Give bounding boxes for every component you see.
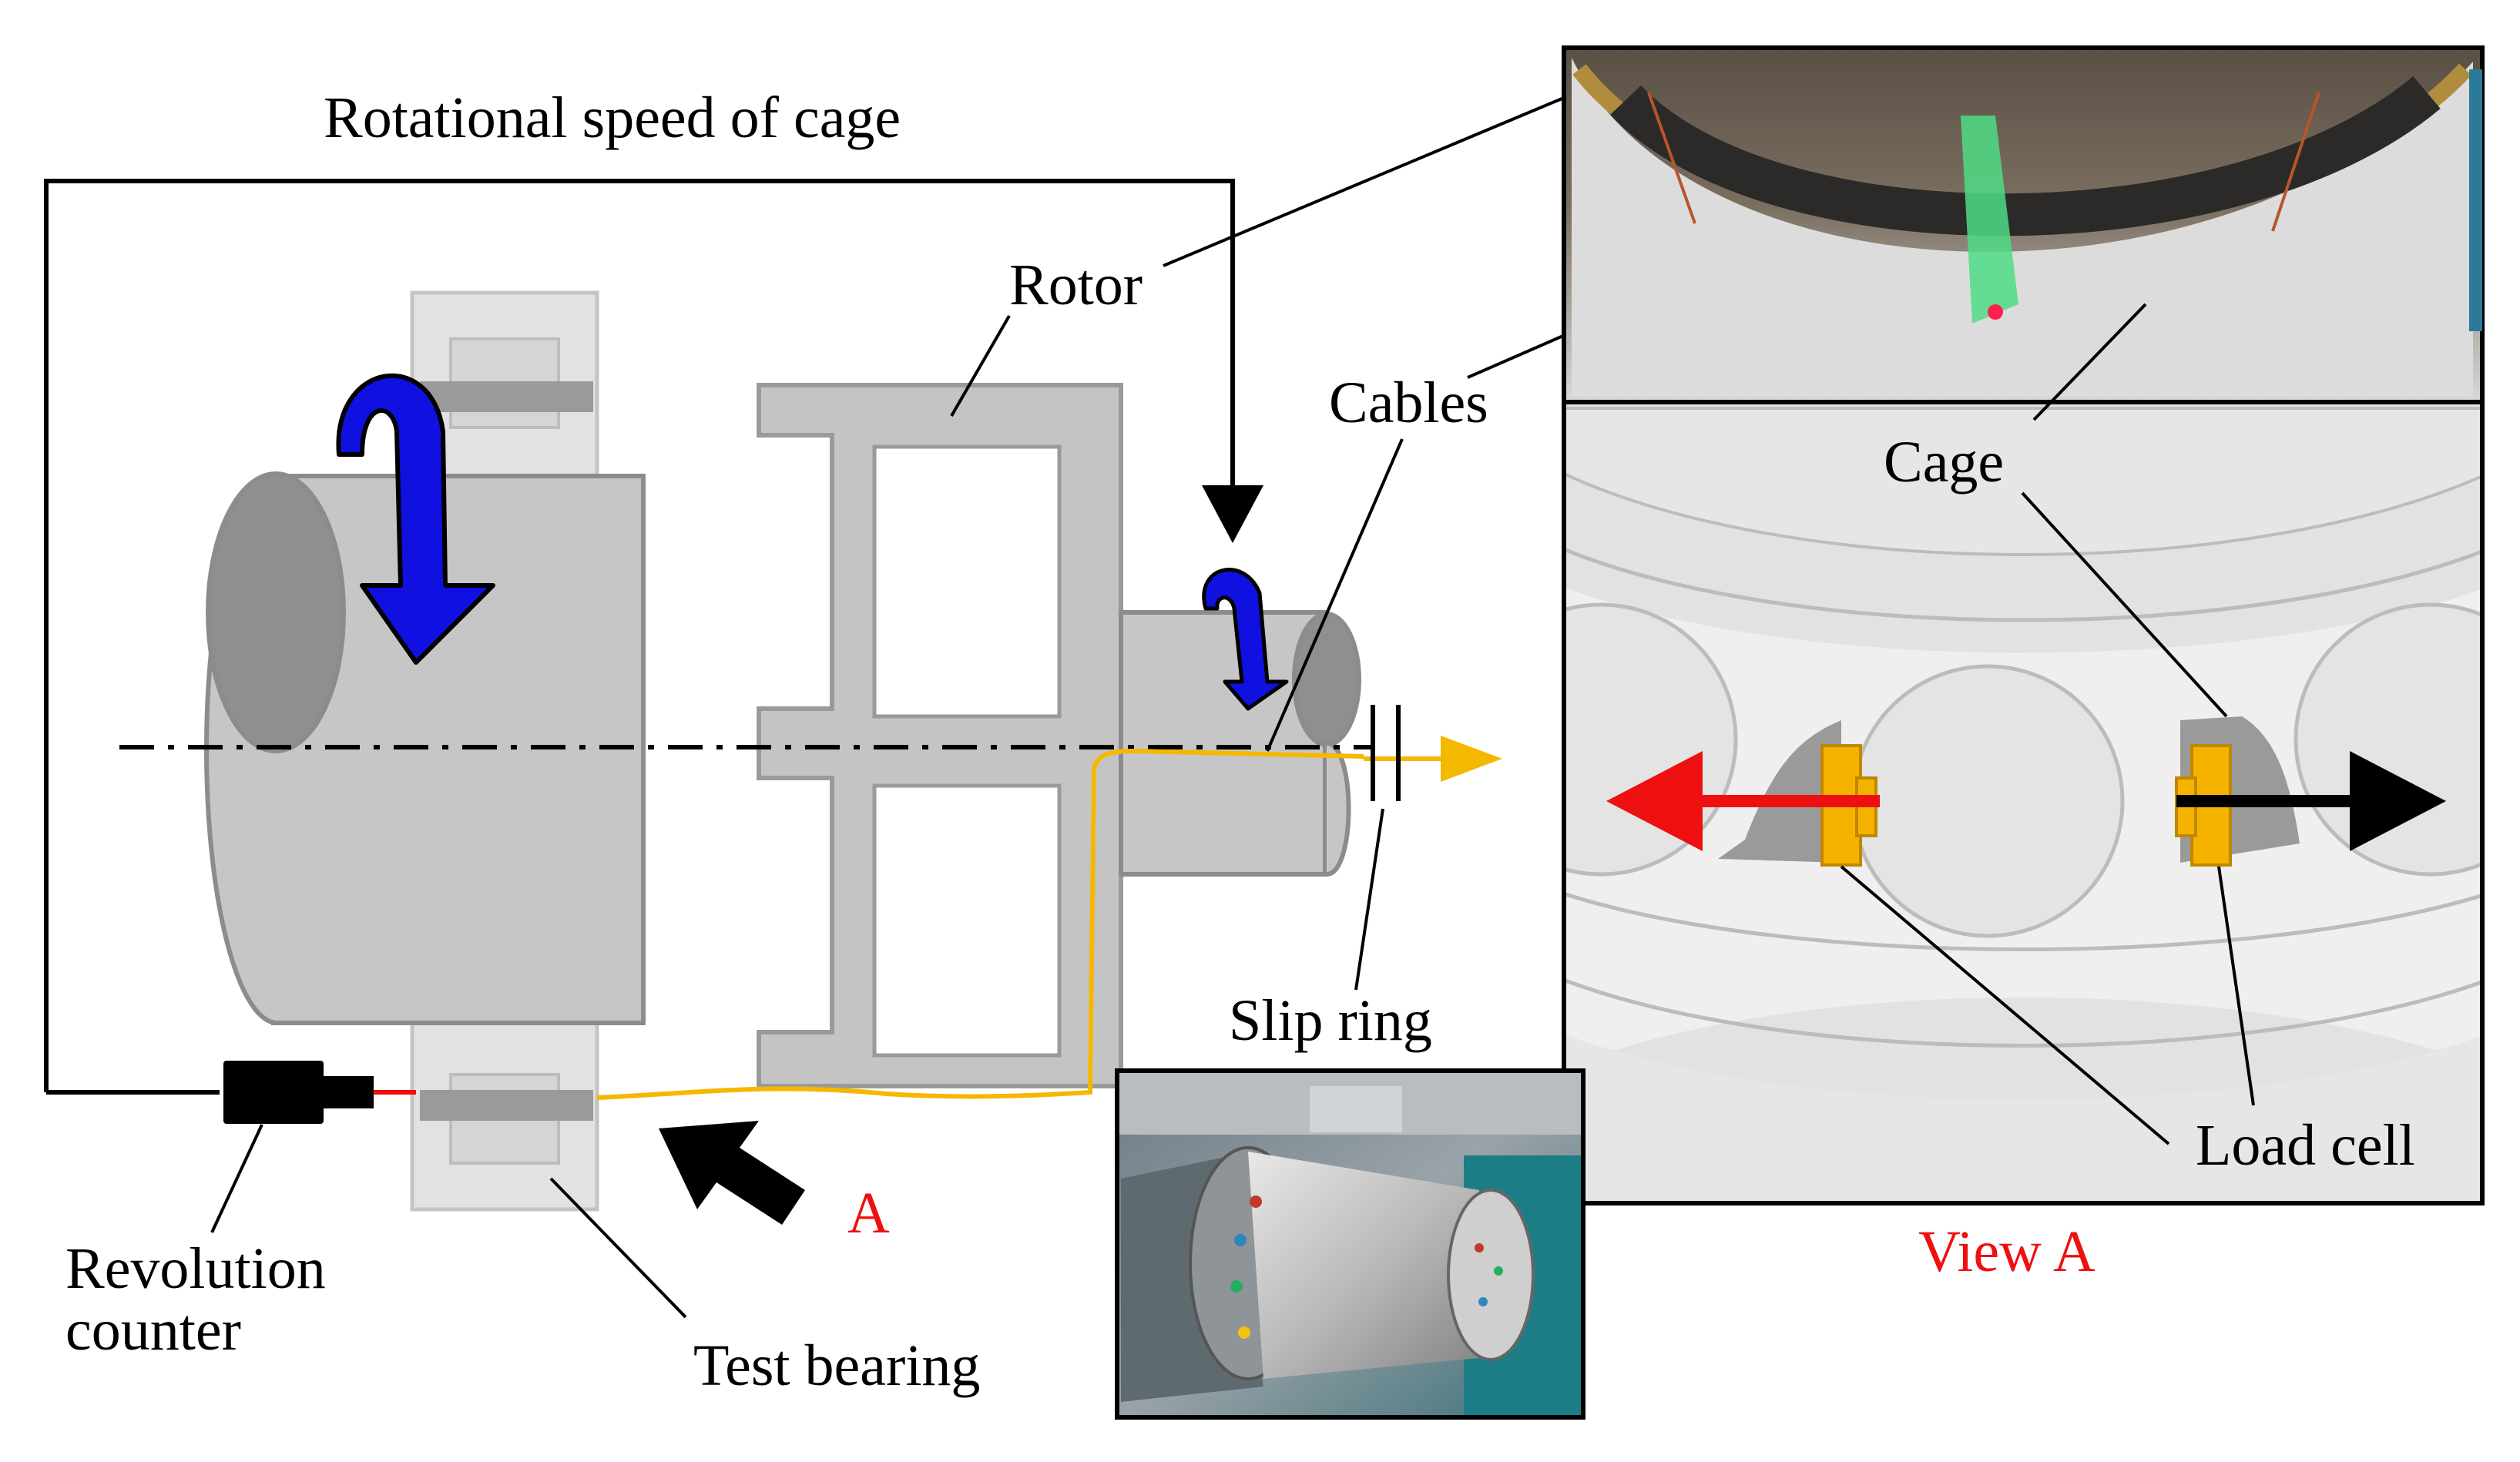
cables-leader [1266, 438, 1404, 752]
cables-label: Cables [1329, 371, 1488, 435]
small-rotation-arrow-icon [1202, 568, 1289, 711]
rotor-label: Rotor [1009, 253, 1143, 317]
signal-cable [596, 736, 1502, 1100]
revolution-counter-label-line2: counter [65, 1298, 241, 1363]
slip-ring-photo [1115, 1068, 1585, 1420]
cage-closeup-photo [1562, 45, 2485, 404]
load-cell-label: Load cell [2196, 1113, 2415, 1178]
test-bearing-label: Test bearing [693, 1333, 980, 1398]
rotor-shaft [1119, 610, 1361, 877]
cage-label: Cage [1884, 430, 2004, 495]
cage-view-leader [2021, 491, 2228, 718]
revolution-counter-label-line1: Revolution [65, 1236, 326, 1301]
rotational-speed-label: Rotational speed of cage [324, 86, 901, 150]
rotor [757, 383, 1123, 1088]
view-direction-label: A [847, 1181, 890, 1246]
rotor-leader [950, 315, 1011, 417]
slip-ring-symbol [1371, 705, 1401, 801]
curved-rotation-arrow-icon [336, 373, 495, 665]
bearing-view-a [1562, 400, 2485, 1205]
speed-signal-loop [44, 179, 1263, 1095]
revolution-counter [223, 1061, 416, 1124]
view-a-label: View A [1918, 1219, 2096, 1284]
test-bearing-leader [549, 1177, 687, 1319]
rotor-photo-leader [1163, 64, 1642, 267]
load-cell-leader-left [1840, 865, 2170, 1145]
slip-ring-leader [1354, 808, 1384, 991]
slip-ring-label: Slip ring [1229, 988, 1432, 1053]
thick-arrow-icon [659, 1121, 805, 1225]
cage-photo-leader [2032, 303, 2147, 421]
load-cell-leader-right [2217, 866, 2255, 1106]
revolution-counter-leader [210, 1124, 263, 1233]
